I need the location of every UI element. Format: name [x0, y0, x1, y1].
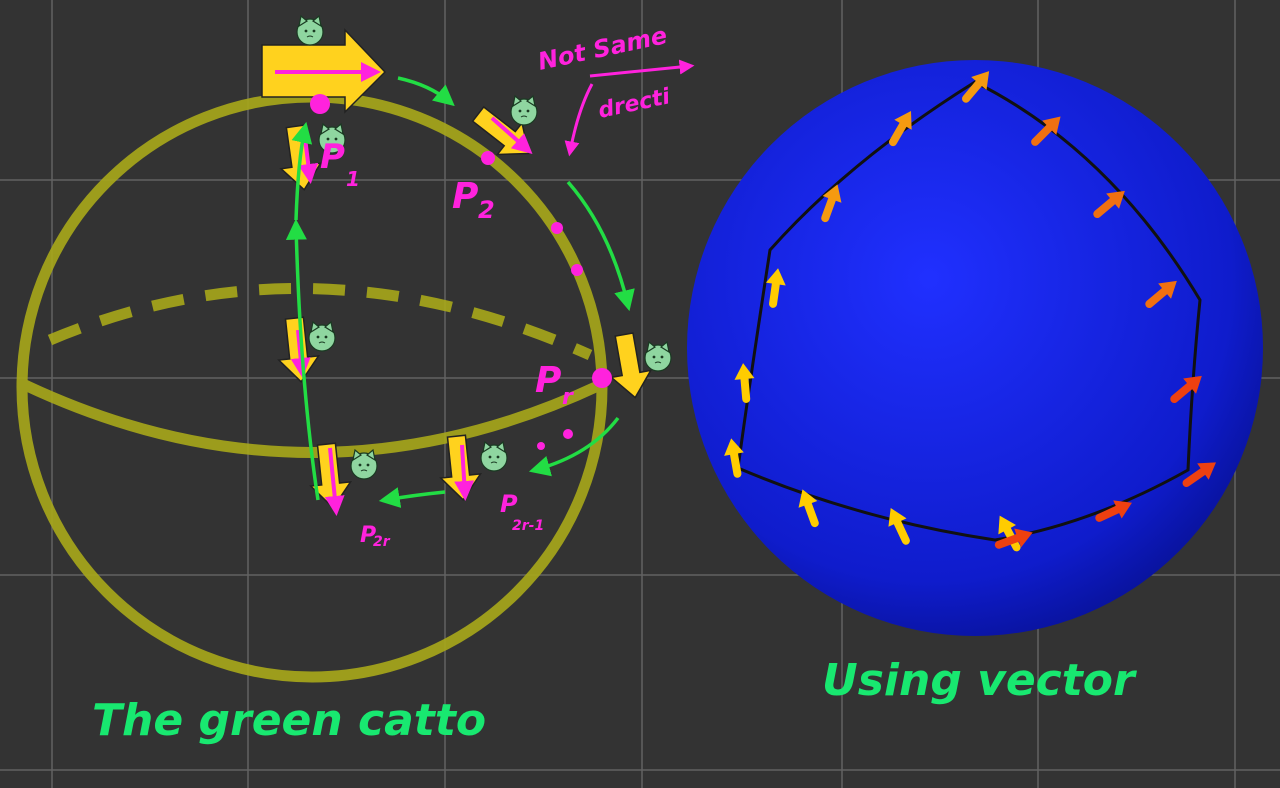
label-pr-sub: r: [562, 385, 574, 410]
left-caption: The green catto: [92, 695, 486, 746]
cat-arrow-p2: [465, 95, 542, 170]
label-p2r-main: P: [360, 523, 376, 548]
wireframe-sphere: [16, 91, 608, 683]
transport-path: [285, 76, 635, 508]
note-line-2: drecti: [596, 84, 673, 124]
label-p2-sub: 2: [478, 196, 495, 224]
path-points: [310, 94, 612, 450]
blue-sphere: [687, 60, 1263, 636]
label-p2-main: P: [452, 176, 478, 217]
label-p1-sub: 1: [346, 167, 360, 191]
label-pr-main: P: [535, 360, 561, 401]
label-p2r1-sub: 2r-1: [512, 518, 544, 534]
cat-arrow-p2r-minus-1: [435, 433, 508, 503]
label-p2r1-main: P: [500, 490, 518, 518]
right-caption: Using vector: [822, 655, 1137, 706]
direction-note: Not Same drecti: [535, 21, 695, 157]
cat-arrow-pr: [603, 330, 672, 402]
label-p1-main: P: [320, 137, 345, 177]
label-p2r-sub: 2r: [373, 534, 391, 550]
triangle-path: [736, 80, 1202, 542]
point-labels: P 1 P 2 P r P 2r-1 P 2r: [320, 137, 574, 550]
note-line-1: Not Same: [535, 21, 669, 76]
